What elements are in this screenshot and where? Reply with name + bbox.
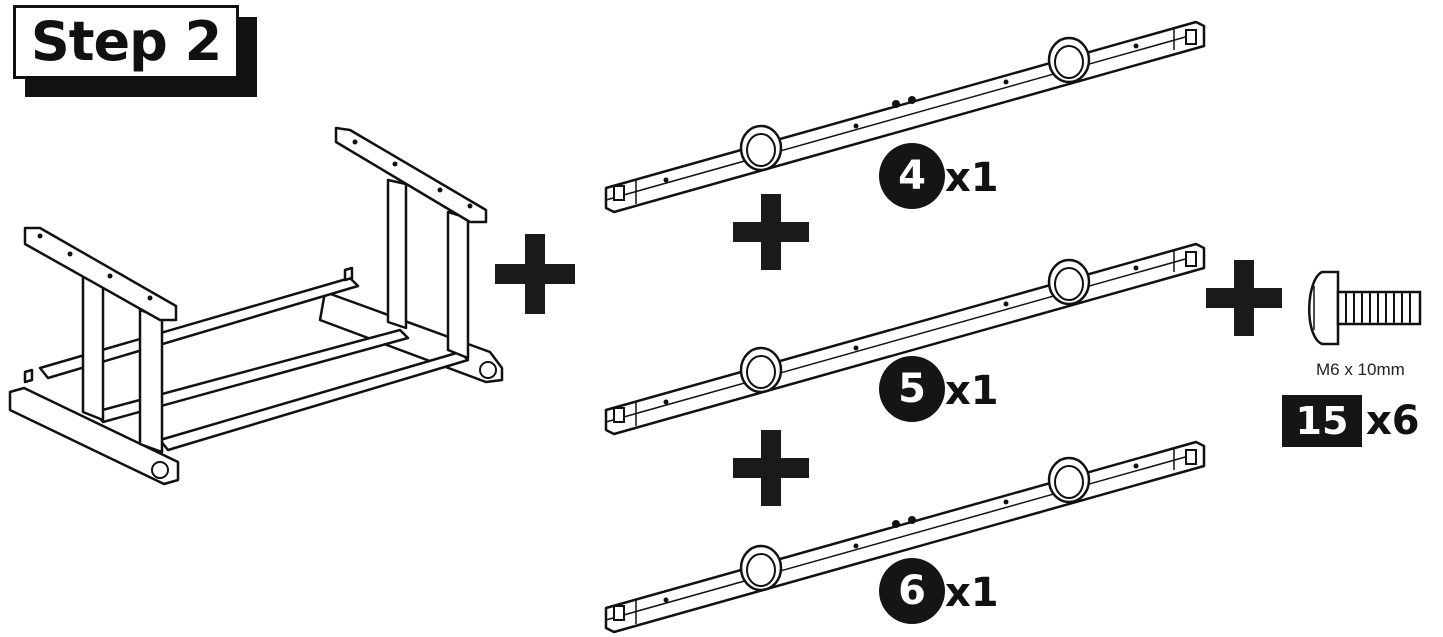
part-quantity: x1 <box>945 368 999 414</box>
plus-icon <box>733 194 809 270</box>
screw-icon <box>1308 270 1422 346</box>
plus-icon <box>495 234 575 314</box>
step-title: Step 2 <box>30 10 222 73</box>
plus-icon <box>733 430 809 506</box>
step-heading-frame: Step 2 <box>13 5 239 79</box>
screw-size-label: M6 x 10mm <box>1316 360 1405 379</box>
screw-part-number-badge: 15 <box>1282 395 1362 447</box>
part-number-badge: 5 <box>879 356 945 422</box>
part-quantity: x1 <box>945 155 999 201</box>
screw-quantity: x6 <box>1366 398 1420 444</box>
plus-icon <box>1206 260 1282 336</box>
part-number-badge: 4 <box>879 143 945 209</box>
step-heading: Step 2 <box>13 5 257 97</box>
part-number-badge: 6 <box>879 558 945 624</box>
part-quantity: x1 <box>945 570 999 616</box>
